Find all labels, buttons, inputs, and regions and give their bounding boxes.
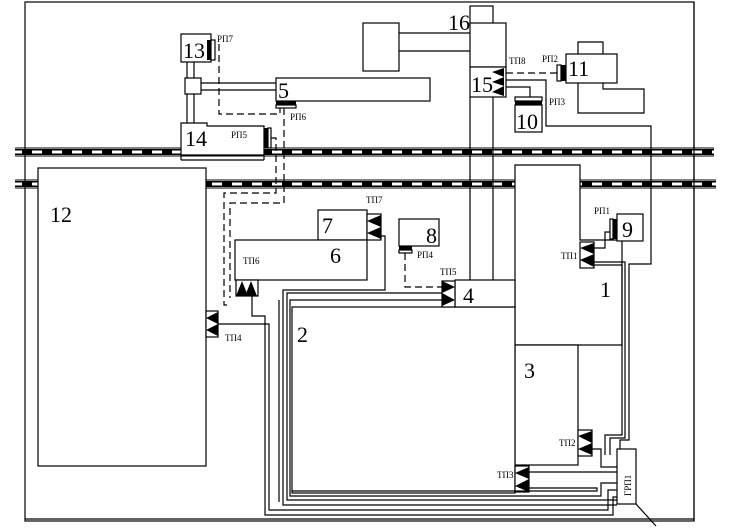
block-4-label: 4 bbox=[463, 283, 474, 308]
tp5-label: ТП5 bbox=[440, 267, 457, 277]
block-6[interactable]: 6 bbox=[234, 239, 368, 281]
grp1-label: ГРП1 bbox=[623, 475, 633, 496]
block-11-label: 11 bbox=[568, 56, 589, 81]
block-9[interactable]: 9 bbox=[609, 213, 644, 242]
block-13[interactable]: 13 bbox=[180, 33, 216, 63]
tp3-label: ТП3 bbox=[497, 470, 514, 480]
junction-node bbox=[184, 77, 202, 95]
block-14-label: 14 bbox=[185, 126, 207, 151]
tp4-transformer[interactable] bbox=[205, 310, 219, 338]
block-12[interactable]: 12 bbox=[37, 167, 207, 467]
tp1-label: ТП1 bbox=[561, 251, 578, 261]
tp1-transformer[interactable] bbox=[579, 241, 595, 269]
tp2-transformer[interactable] bbox=[577, 429, 593, 457]
tp5-transformer[interactable] bbox=[441, 280, 456, 308]
block-5-label: 5 bbox=[278, 78, 289, 103]
block-10[interactable]: 10 bbox=[514, 96, 543, 134]
rp2-label: РП2 bbox=[542, 54, 558, 64]
block-8[interactable]: 8 bbox=[398, 218, 440, 254]
block-14[interactable]: 14 bbox=[180, 122, 272, 160]
building-left-of-16[interactable] bbox=[362, 22, 400, 72]
railway-track-upper bbox=[15, 147, 714, 157]
tp4-label: ТП4 bbox=[225, 333, 242, 343]
block-15[interactable]: 15 bbox=[469, 66, 507, 98]
block-11[interactable]: 11 bbox=[556, 41, 645, 114]
block-2[interactable]: 2 bbox=[291, 306, 516, 494]
block-2-label: 2 bbox=[297, 322, 308, 347]
tp8-label: ТП8 bbox=[509, 56, 526, 66]
tp7-transformer[interactable] bbox=[366, 213, 382, 241]
block-8-label: 8 bbox=[426, 223, 437, 248]
rp3-label: РП3 bbox=[549, 97, 566, 107]
tp2-label: ТП2 bbox=[559, 438, 576, 448]
block-5[interactable]: 5 bbox=[275, 77, 431, 109]
block-6-label: 6 bbox=[330, 243, 341, 268]
grp1-gas-station[interactable]: ГРП1 bbox=[616, 448, 637, 505]
rp6-label: РП6 bbox=[290, 112, 307, 122]
rp1-label: РП1 bbox=[594, 206, 610, 216]
block-3[interactable]: 3 bbox=[514, 344, 579, 466]
block-1-label: 1 bbox=[600, 277, 611, 302]
tp7-label: ТП7 bbox=[366, 195, 383, 205]
block-4[interactable]: 4 bbox=[454, 279, 516, 308]
block-13-label: 13 bbox=[183, 38, 205, 63]
tp6-label: ТП6 bbox=[243, 256, 260, 266]
block-9-label: 9 bbox=[622, 217, 633, 242]
block-16[interactable]: 16 bbox=[448, 5, 507, 68]
block-7[interactable]: 7 bbox=[317, 209, 368, 241]
tp6-transformer[interactable] bbox=[235, 279, 259, 297]
block-10-label: 10 bbox=[516, 109, 538, 134]
block-7-label: 7 bbox=[322, 213, 333, 238]
block-3-label: 3 bbox=[524, 358, 535, 383]
block-16-label: 16 bbox=[448, 10, 470, 35]
rp4-label: РП4 bbox=[417, 250, 434, 260]
rp5-label: РП5 bbox=[231, 130, 248, 140]
tp3-transformer[interactable] bbox=[514, 465, 530, 493]
block-15-label: 15 bbox=[471, 72, 493, 97]
block-12-label: 12 bbox=[50, 202, 72, 227]
rp7-label: РП7 bbox=[217, 34, 234, 44]
